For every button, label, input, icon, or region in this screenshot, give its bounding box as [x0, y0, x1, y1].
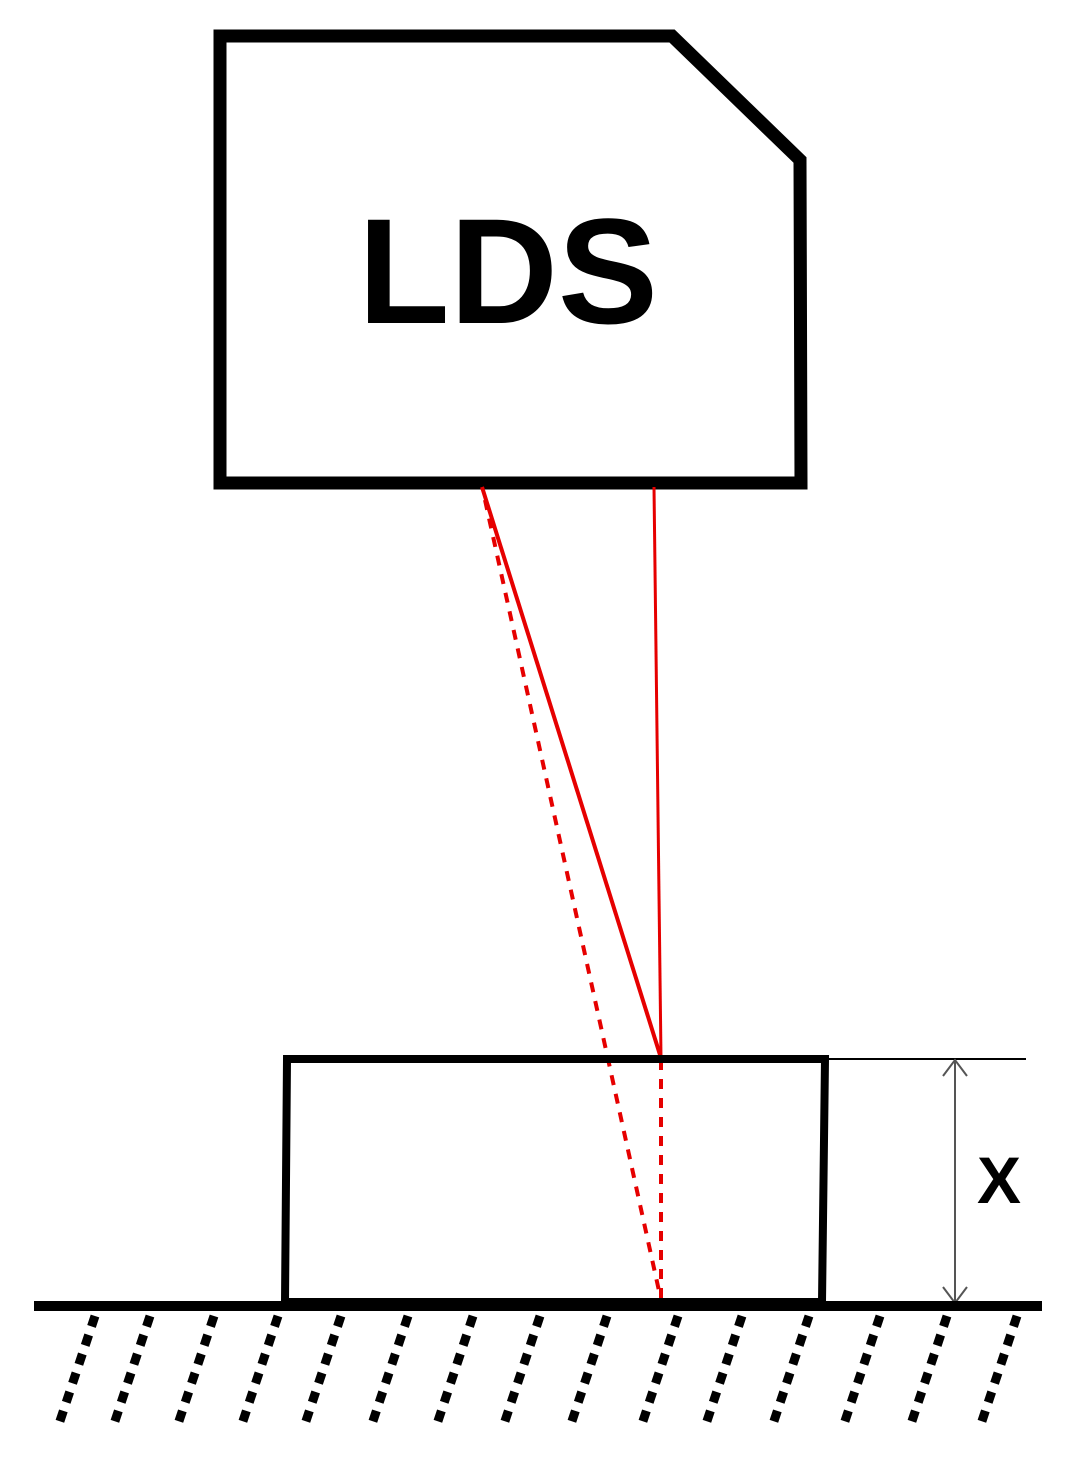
- lds-sensor-label: LDS: [358, 187, 658, 355]
- ground-hatch-line: [499, 1314, 545, 1426]
- ground-hatch-line: [173, 1314, 219, 1426]
- height-dimension-arrow: [942, 1058, 968, 1305]
- ground-hatch-line: [300, 1314, 346, 1426]
- ground-hatch-line: [976, 1314, 1022, 1426]
- ground-hatch-line: [768, 1314, 814, 1426]
- ground-hatch-line: [701, 1314, 747, 1426]
- reflected-laser-beam: [480, 486, 663, 1059]
- measured-object: [280, 1055, 830, 1306]
- height-dimension-label: X: [977, 1143, 1021, 1217]
- ground-hatch-line: [906, 1314, 952, 1426]
- ground-hatch-line: [566, 1314, 612, 1426]
- lds-sensor-housing: [213, 29, 808, 490]
- ground-hatch-line: [109, 1314, 155, 1426]
- ground-hatch-line: [54, 1314, 100, 1426]
- ground-hatch-line: [237, 1314, 283, 1426]
- ground-hatching: [54, 1314, 1022, 1426]
- ground-hatch-line: [637, 1314, 683, 1426]
- laser-beams: [480, 486, 663, 1301]
- ground-hatch-line: [839, 1314, 885, 1426]
- reference-reflected-beam-dashed: [483, 499, 663, 1301]
- ground-hatch-line: [432, 1314, 478, 1426]
- ground-hatch-line: [367, 1314, 413, 1426]
- emitted-laser-beam: [652, 486, 663, 1059]
